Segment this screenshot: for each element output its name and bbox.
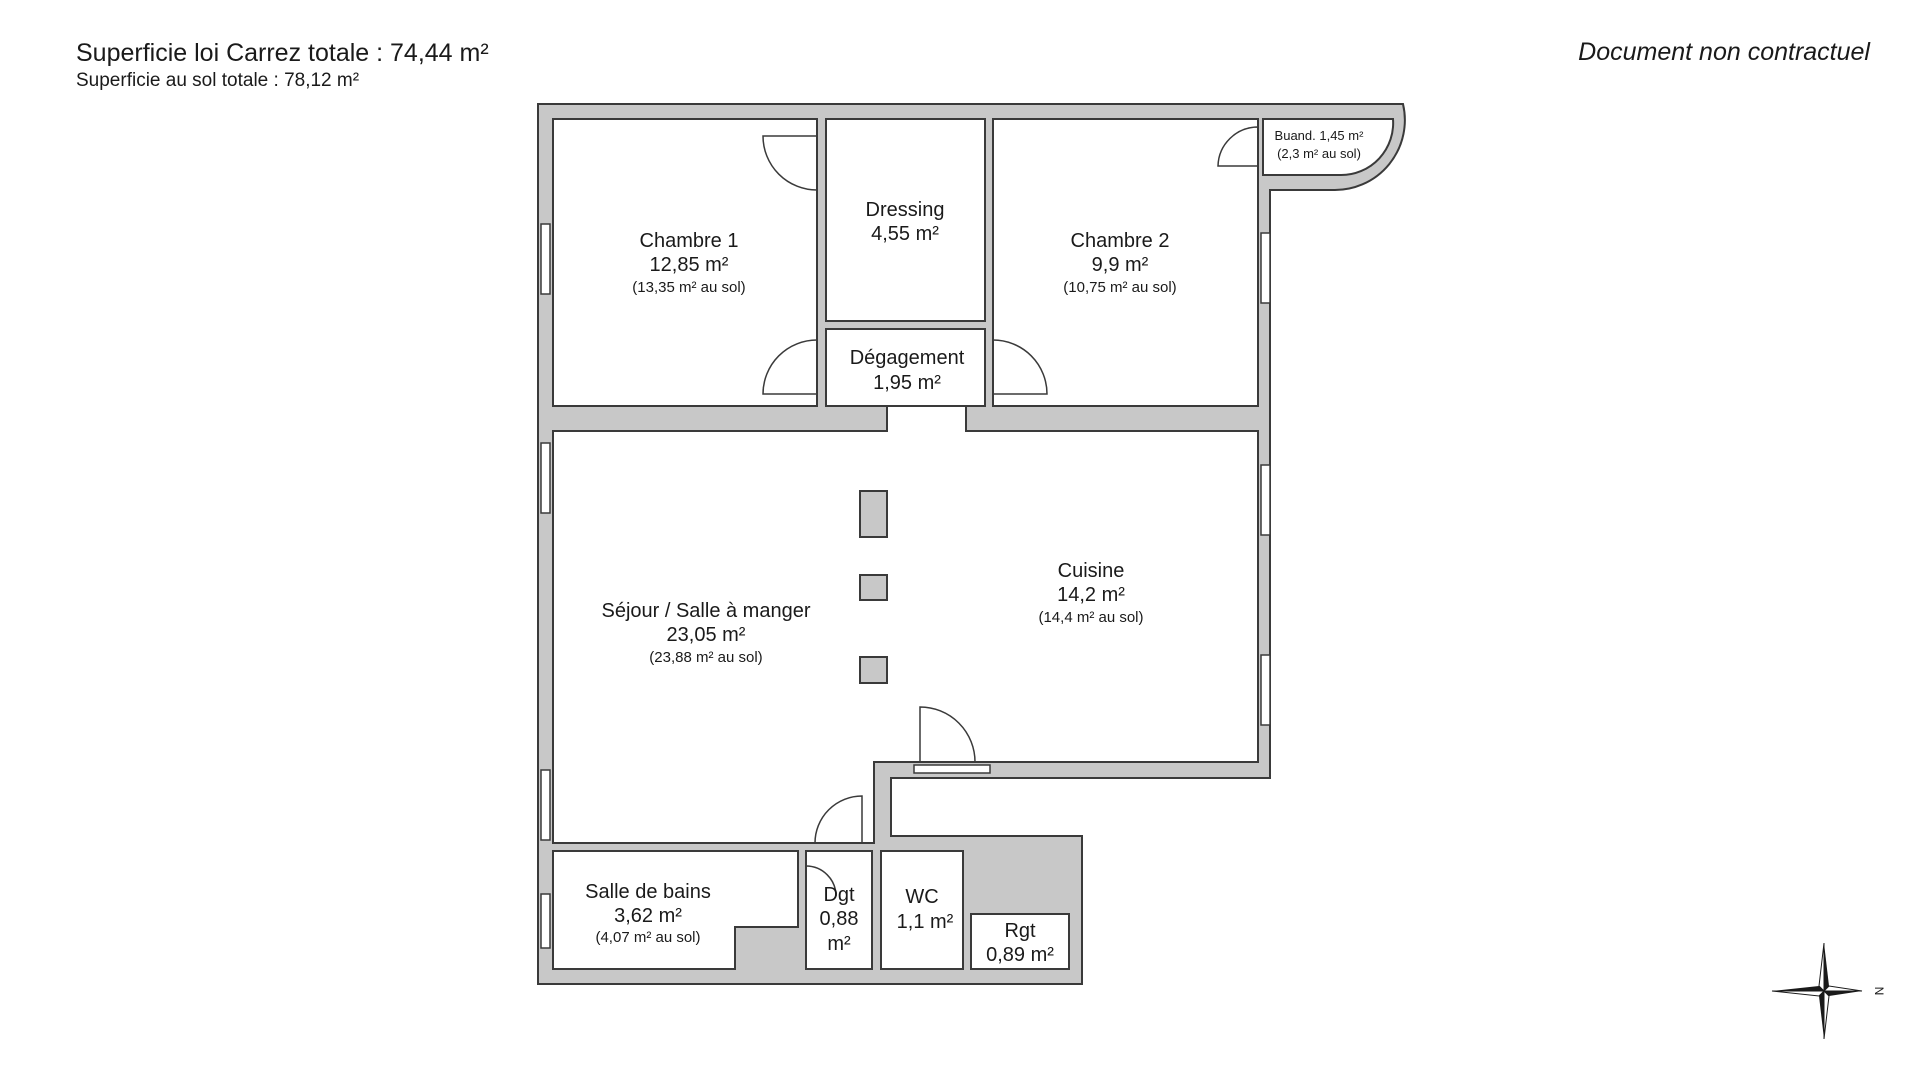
pillar bbox=[859, 574, 888, 601]
window bbox=[1260, 232, 1271, 304]
room-rgt bbox=[970, 913, 1070, 970]
door-swing bbox=[919, 706, 976, 763]
label-chambre-2-area: 9,9 m² bbox=[1092, 254, 1149, 276]
label-degagement-area: 1,95 m² bbox=[873, 372, 941, 394]
label-wc-area: 1,1 m² bbox=[897, 911, 954, 933]
window bbox=[540, 442, 551, 514]
label-cuisine-name: Cuisine bbox=[1058, 560, 1125, 582]
floor-total-area: Superficie au sol totale : 78,12 m² bbox=[76, 70, 360, 91]
label-salle-de-bains-area: 3,62 m² bbox=[614, 905, 682, 927]
label-rgt-name: Rgt bbox=[1004, 920, 1036, 942]
label-salle-de-bains-name: Salle de bains bbox=[585, 881, 711, 903]
label-sejour-sol: (23,88 m² au sol) bbox=[649, 649, 762, 666]
room-chambre-2 bbox=[992, 118, 1259, 407]
label-chambre-2-sol: (10,75 m² au sol) bbox=[1063, 279, 1176, 296]
window bbox=[1260, 654, 1271, 726]
door-swing bbox=[1217, 126, 1259, 167]
label-sejour-name: Séjour / Salle à manger bbox=[601, 600, 810, 622]
disclaimer: Document non contractuel bbox=[1578, 38, 1870, 66]
door-swing bbox=[992, 339, 1048, 395]
room-sejour-cuisine bbox=[552, 405, 1259, 844]
label-dgt-name: Dgt bbox=[823, 884, 855, 906]
door-swing bbox=[762, 135, 818, 191]
label-chambre-1-name: Chambre 1 bbox=[640, 230, 739, 252]
carrez-total-area: Superficie loi Carrez totale : 74,44 m² bbox=[76, 39, 489, 67]
door-swing bbox=[805, 865, 837, 897]
compass-north-label: N bbox=[1872, 987, 1886, 996]
label-buanderie-name: Buand. 1,45 m² bbox=[1275, 128, 1365, 143]
pillar bbox=[859, 490, 888, 538]
door-swing bbox=[762, 339, 818, 395]
room-wc bbox=[880, 850, 964, 970]
label-cuisine-area: 14,2 m² bbox=[1057, 584, 1125, 606]
label-chambre-1-sol: (13,35 m² au sol) bbox=[632, 279, 745, 296]
label-salle-de-bains-sol: (4,07 m² au sol) bbox=[595, 929, 700, 946]
label-chambre-1-area: 12,85 m² bbox=[650, 254, 729, 276]
window bbox=[540, 769, 551, 841]
label-dressing-area: 4,55 m² bbox=[871, 223, 939, 245]
door-swing bbox=[814, 795, 863, 844]
label-dgt-area-number: 0,88 bbox=[820, 908, 859, 930]
label-wc-name: WC bbox=[905, 886, 938, 908]
label-chambre-2-name: Chambre 2 bbox=[1071, 230, 1170, 252]
label-degagement-name: Dégagement bbox=[850, 347, 965, 369]
label-dgt-area-unit: m² bbox=[827, 933, 851, 955]
compass-rose-icon: N bbox=[1771, 942, 1886, 1040]
window bbox=[540, 223, 551, 295]
label-rgt-area: 0,89 m² bbox=[986, 944, 1054, 966]
window bbox=[913, 764, 991, 774]
label-cuisine-sol: (14,4 m² au sol) bbox=[1038, 609, 1143, 626]
room-dgt bbox=[805, 850, 873, 970]
pillar bbox=[859, 656, 888, 684]
window bbox=[1260, 464, 1271, 536]
room-salle-de-bains bbox=[552, 850, 799, 970]
plan-header: Superficie loi Carrez totale : 74,44 m² … bbox=[76, 38, 489, 94]
label-buanderie-sol: (2,3 m² au sol) bbox=[1277, 146, 1361, 161]
window bbox=[540, 893, 551, 949]
label-sejour-area: 23,05 m² bbox=[667, 624, 746, 646]
room-buanderie bbox=[1262, 118, 1395, 177]
room-dressing bbox=[825, 118, 986, 322]
label-dressing-name: Dressing bbox=[866, 199, 945, 221]
